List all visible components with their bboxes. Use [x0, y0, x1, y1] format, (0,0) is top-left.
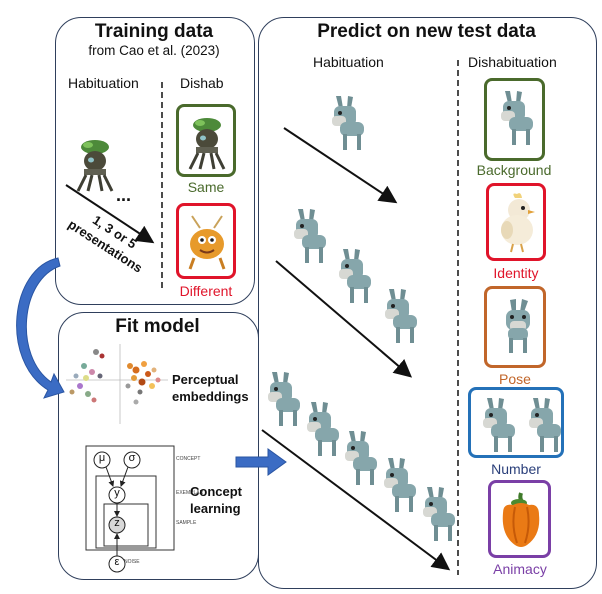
plate-sample: SAMPLE	[176, 520, 197, 526]
training-ellipsis: ...	[116, 185, 132, 205]
predict-title: Predict on new test data	[317, 21, 536, 42]
donkey-seq2-1	[294, 209, 326, 263]
node-mu: μ	[98, 452, 106, 464]
training-habituation-stimulus	[76, 140, 114, 192]
node-eps: ε	[114, 556, 120, 568]
donkey-seq3-2	[307, 402, 339, 456]
number-donkey-2	[529, 398, 561, 452]
training-habituation-label: Habituation	[68, 75, 139, 91]
animacy-pepper	[502, 492, 540, 547]
pose-label: Pose	[499, 371, 531, 387]
donkey-seq3-5	[423, 487, 455, 541]
number-frame	[468, 387, 564, 458]
fit-model-title: Fit model	[115, 316, 200, 337]
donkey-seq2-2	[339, 249, 371, 303]
node-y: y	[114, 487, 120, 499]
same-frame	[176, 104, 236, 177]
animacy-label: Animacy	[493, 561, 547, 577]
same-stimulus	[188, 118, 226, 170]
node-sigma: σ	[128, 452, 136, 464]
plate-exemplar: EXEMPLAR	[176, 490, 204, 496]
perceptual-embeddings-label: Perceptual embeddings	[172, 372, 249, 404]
concept-learning-label: Concept learning	[190, 484, 242, 516]
background-donkey	[501, 91, 533, 145]
animacy-frame	[488, 480, 551, 558]
training-subtitle: from Cao et al. (2023)	[88, 43, 220, 58]
background-frame	[484, 78, 545, 161]
identity-label: Identity	[493, 265, 539, 281]
training-dishab-label: Dishab	[180, 75, 224, 91]
node-z: z	[114, 517, 120, 529]
predict-habituation-label: Habituation	[313, 54, 384, 70]
number-donkey-1	[483, 398, 515, 452]
different-label: Different	[179, 283, 233, 299]
plate-noise: NOISE	[124, 559, 140, 565]
number-label: Number	[491, 461, 541, 477]
plate-concept: CONCEPT	[176, 456, 201, 462]
donkey-seq1-1	[332, 96, 364, 150]
donkey-seq3-3	[345, 431, 377, 485]
different-frame	[176, 203, 236, 279]
donkey-seq3-4	[384, 458, 416, 512]
pose-frame	[484, 286, 546, 368]
same-label: Same	[187, 179, 225, 195]
donkey-seq3-1	[268, 372, 300, 426]
embedding-scatter	[66, 344, 168, 424]
different-stimulus	[188, 215, 226, 270]
background-label: Background	[476, 162, 552, 178]
identity-bird	[501, 193, 535, 253]
training-title: Training data	[94, 21, 214, 42]
predict-dishabituation-label: Dishabituation	[468, 54, 557, 70]
donkey-seq2-3	[385, 289, 417, 343]
pose-donkey	[506, 299, 530, 353]
concept-graphical-model	[85, 445, 175, 573]
identity-frame	[486, 183, 546, 261]
